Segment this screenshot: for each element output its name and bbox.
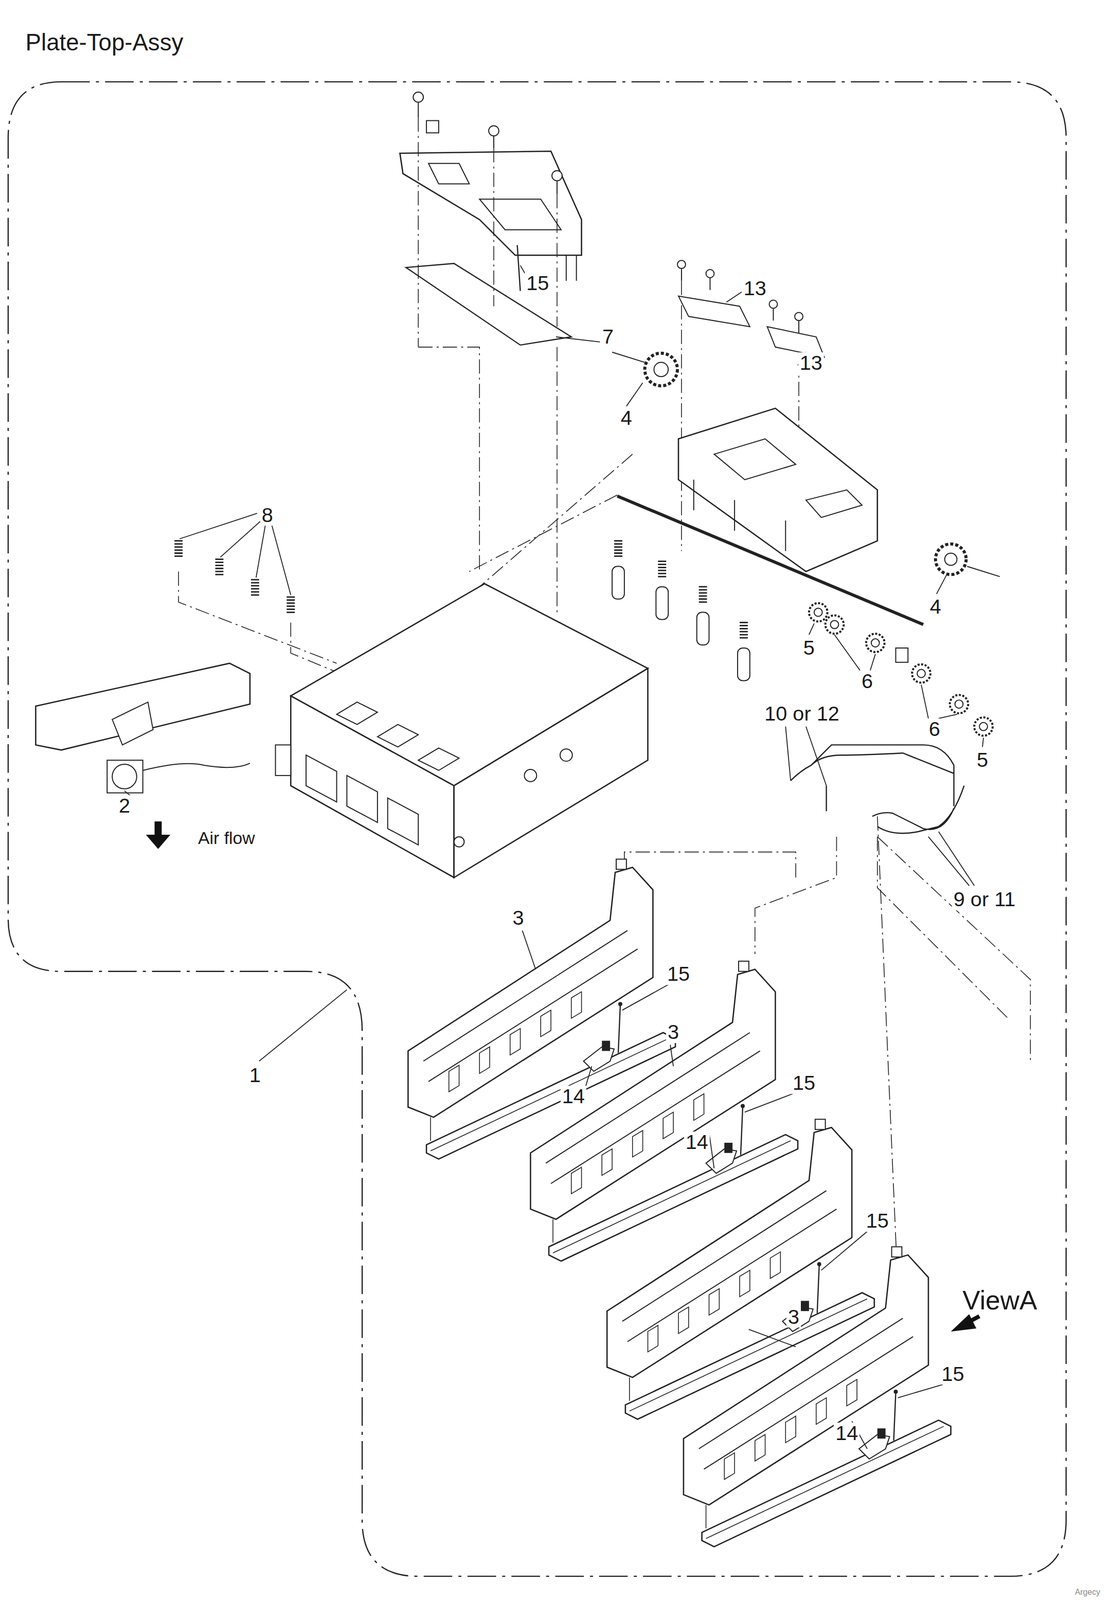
callout-number: 6 [927,718,942,741]
airflow-note: Air flow [196,829,257,849]
callout-number: 15 [864,1210,891,1232]
callout-number: 3 [666,1021,681,1044]
callout-number: 15 [939,1363,966,1386]
callout-number: 15 [524,273,551,295]
callout-number: 3 [786,1306,801,1329]
view-label: ViewA [960,1286,1039,1315]
callout-number: 7 [600,326,616,348]
callout-number: 5 [975,749,990,772]
callout-number: 5 [801,637,817,659]
callout-number: 8 [260,504,275,527]
callout-number: 3 [511,907,526,929]
callout-number: 15 [665,963,692,985]
callout-number: 13 [742,277,768,300]
callout-number: 14 [833,1422,860,1445]
callout-number: 4 [928,596,943,618]
callout-number: 14 [684,1132,710,1154]
page-title: Plate-Top-Assy [25,30,184,55]
callout-number: 13 [798,352,824,374]
callout-number: 15 [791,1072,817,1095]
callout-number: 2 [117,795,132,817]
callout-number: 14 [560,1085,587,1108]
callout-number: 1 [247,1064,263,1087]
watermark: Argecy [1073,1587,1102,1598]
callout-number: 6 [859,670,875,693]
callout-number: 4 [619,407,634,429]
callout-number: 10 or 12 [762,703,841,726]
callout-number: 9 or 11 [952,889,1018,911]
